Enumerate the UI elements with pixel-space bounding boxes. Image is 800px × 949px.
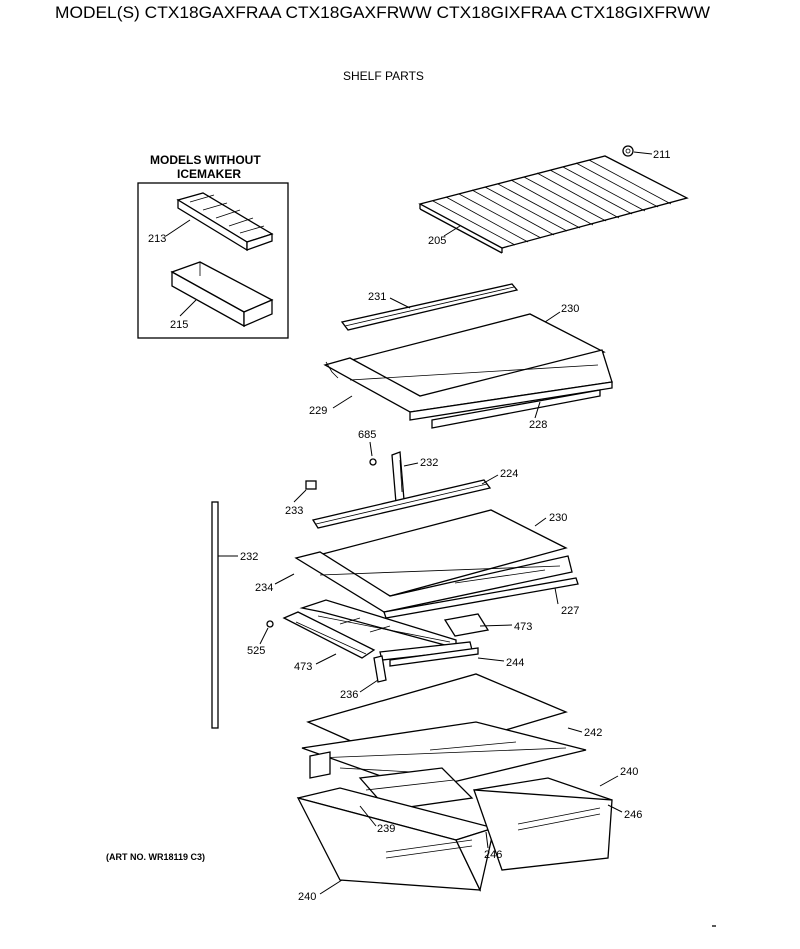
screw-part-685 xyxy=(369,458,377,466)
inset-title-line1: MODELS WITHOUT xyxy=(150,153,261,167)
callout-232a: 232 xyxy=(420,457,438,469)
callout-227: 227 xyxy=(561,605,579,617)
callout-246a: 246 xyxy=(624,809,642,821)
callout-525: 525 xyxy=(247,645,265,657)
crisper-cover-assembly xyxy=(301,673,587,811)
leader-228 xyxy=(534,401,541,419)
callout-230b: 230 xyxy=(549,512,567,524)
callout-240b: 240 xyxy=(298,891,316,903)
crisper-drawer-left xyxy=(296,787,497,892)
leader-473a xyxy=(479,624,513,627)
leader-224 xyxy=(481,474,499,485)
page-title: MODEL(S) CTX18GAXFRAA CTX18GAXFRWW CTX18… xyxy=(55,3,710,22)
leader-240a xyxy=(599,775,619,787)
leader-227 xyxy=(554,587,559,605)
callout-246b: 246 xyxy=(484,849,502,861)
leader-244 xyxy=(477,657,505,662)
leader-240b xyxy=(319,879,343,895)
stop-clip-part-211 xyxy=(622,145,634,157)
callout-242: 242 xyxy=(584,727,602,739)
ice-tray-part xyxy=(176,192,274,252)
callout-685: 685 xyxy=(358,429,376,441)
ice-bin-part xyxy=(170,261,274,328)
callout-230a: 230 xyxy=(561,303,579,315)
leader-246a xyxy=(607,804,623,813)
callout-244: 244 xyxy=(506,657,524,669)
inset-title-line2: ICEMAKER xyxy=(177,167,241,181)
leader-246b xyxy=(485,831,489,849)
leader-233 xyxy=(293,489,307,503)
inset-frame xyxy=(137,182,289,339)
leader-230a xyxy=(544,311,561,323)
crisper-drawer-right xyxy=(473,777,613,871)
page-subtitle: SHELF PARTS xyxy=(343,69,424,83)
art-number: (ART NO. WR18119 C3) xyxy=(106,852,205,862)
leader-685 xyxy=(369,441,373,457)
callout-231: 231 xyxy=(368,291,386,303)
callout-228: 228 xyxy=(529,419,547,431)
bracket-part-232a xyxy=(391,451,405,504)
leader-205 xyxy=(443,225,461,237)
callout-232b: 232 xyxy=(240,551,258,563)
callout-473a: 473 xyxy=(514,621,532,633)
callout-215: 215 xyxy=(170,319,188,331)
leader-213 xyxy=(165,219,191,237)
callout-229: 229 xyxy=(309,405,327,417)
upper-shelf-assembly xyxy=(323,283,613,429)
screw-part-525 xyxy=(266,620,274,628)
middle-shelf-assembly xyxy=(282,479,579,683)
leader-230b xyxy=(534,517,547,527)
callout-213: 213 xyxy=(148,233,166,245)
leader-242 xyxy=(567,727,583,733)
callout-205: 205 xyxy=(428,235,446,247)
callout-473b: 473 xyxy=(294,661,312,673)
leader-229 xyxy=(332,395,353,409)
leader-525 xyxy=(259,627,269,645)
vertical-support-part-232b xyxy=(211,501,219,729)
leader-215 xyxy=(179,299,197,317)
callout-234: 234 xyxy=(255,582,273,594)
leader-236 xyxy=(359,679,379,693)
leader-231 xyxy=(389,297,411,309)
callout-224: 224 xyxy=(500,468,518,480)
leader-211 xyxy=(633,151,653,155)
leader-473b xyxy=(315,653,337,665)
leader-232a xyxy=(403,462,419,467)
inset-models-without-icemaker: MODELS WITHOUT ICEMAKER xyxy=(137,153,289,339)
callout-240a: 240 xyxy=(620,766,638,778)
callout-236: 236 xyxy=(340,689,358,701)
leader-234 xyxy=(274,573,295,585)
leader-239 xyxy=(359,805,377,827)
wire-shelf-part xyxy=(418,155,689,254)
clip-part-233 xyxy=(305,480,317,490)
callout-233: 233 xyxy=(285,505,303,517)
callout-211: 211 xyxy=(653,149,671,161)
callout-239: 239 xyxy=(377,823,395,835)
